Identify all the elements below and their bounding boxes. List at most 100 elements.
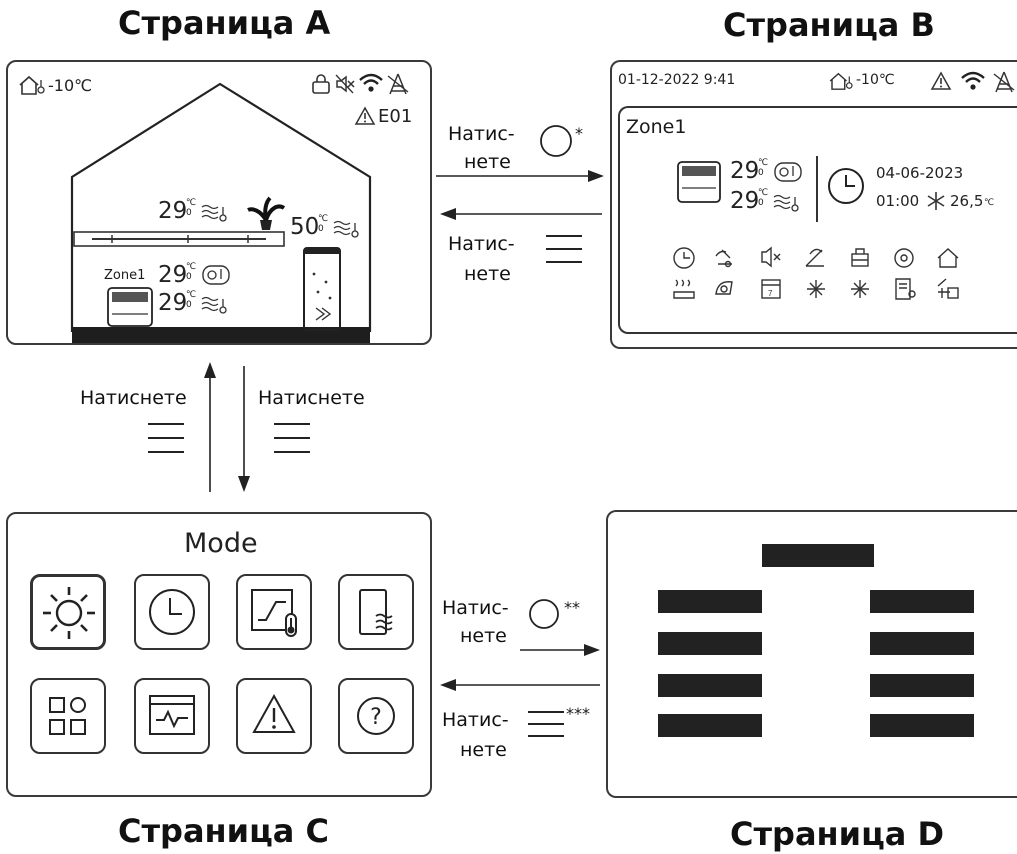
tile-schedule[interactable] (134, 574, 210, 650)
sun-icon (43, 587, 95, 639)
svg-text:7: 7 (768, 289, 773, 298)
timer-temp-unit: ℃ (984, 198, 995, 208)
room-temp-value: 29 (158, 198, 188, 224)
outdoor-temp: -10℃ (48, 76, 93, 95)
mode-heading: Mode (184, 528, 258, 559)
tile-monitor[interactable] (134, 678, 210, 754)
dc-label-1: Натис- (442, 709, 509, 731)
datetime: 01-12-2022 9:41 (618, 72, 736, 88)
tile-weather-curve[interactable] (236, 574, 312, 650)
arrow-a-to-b (436, 170, 604, 182)
warning-icon (354, 106, 376, 131)
setpoint-icon (774, 160, 804, 189)
setpoint-icon (202, 263, 232, 292)
wifi-icon (358, 72, 384, 99)
zone-sensor-icon (200, 292, 230, 321)
menu-icon (272, 420, 312, 461)
arrow-d-to-c (440, 679, 600, 691)
ba-label-1: Натис- (448, 233, 515, 255)
page-d-title: Страница D (730, 815, 945, 853)
tank-water-icon (359, 589, 393, 635)
dc-mark: *** (566, 704, 590, 723)
page-d-screen (606, 510, 1017, 798)
ab-label-1: Натис- (448, 123, 515, 145)
temp-bottom: 29 (730, 188, 760, 214)
function-icons-row2: 7 (673, 278, 959, 300)
ba-label-2: нете (464, 263, 511, 285)
ac-label: Натиснете (258, 387, 365, 409)
dc-label-2: нете (460, 739, 507, 761)
clock-icon (149, 589, 195, 635)
page-b-title: Страница B (723, 6, 935, 44)
house-thermometer-icon (828, 71, 856, 96)
wifi-icon (960, 70, 986, 97)
tile-heating-sun[interactable] (30, 574, 106, 650)
tile-menu-grid[interactable] (30, 678, 106, 754)
zone-temp-top: 29 (158, 262, 188, 288)
arrow-c-to-d (520, 644, 600, 656)
zone-label: Zone1 (104, 268, 146, 283)
tank-sensor-icon (332, 216, 362, 245)
error-code: E01 (378, 106, 413, 127)
fan-coil-icon (677, 161, 721, 203)
lock-icon (310, 73, 332, 100)
timer-temp: 26,5 (950, 192, 984, 210)
timer-date: 04-06-2023 (876, 164, 964, 182)
placeholder-left-bar-3 (658, 674, 762, 697)
help-icon: ? (357, 697, 395, 735)
sensor-icon (772, 190, 802, 219)
divider (816, 156, 818, 222)
page-c-title: Страница C (118, 812, 329, 850)
warning-icon (252, 693, 296, 733)
function-icons-row1 (673, 246, 959, 269)
cd-label-1: Натис- (442, 597, 509, 619)
zone-label: Zone1 (626, 116, 687, 138)
page-c-screen: Mode ? (6, 512, 432, 797)
tile-help[interactable]: ? (338, 678, 414, 754)
placeholder-left-bar-1 (658, 590, 762, 613)
arrow-c-to-a (204, 362, 216, 492)
tank-temp-value: 50 (290, 214, 320, 240)
tile-alarm[interactable] (236, 678, 312, 754)
grid-icon (49, 697, 86, 735)
warning-icon (930, 71, 952, 96)
tile-hot-water[interactable] (338, 574, 414, 650)
placeholder-right-bar-4 (870, 714, 974, 737)
outdoor-temp: -10℃ (856, 72, 895, 88)
placeholder-right-bar-3 (870, 674, 974, 697)
temp-top: 29 (730, 158, 760, 184)
timer-time: 01:00 (876, 192, 920, 210)
zone-temp-bottom: 29 (158, 290, 188, 316)
ab-mark: * (575, 124, 583, 143)
round-button-icon (528, 598, 560, 635)
menu-icon (544, 232, 584, 271)
svg-text:?: ? (370, 705, 382, 730)
placeholder-left-bar-4 (658, 714, 762, 737)
no-signal-icon (386, 72, 410, 101)
menu-icon (146, 420, 186, 461)
placeholder-right-bar-1 (870, 590, 974, 613)
arrow-b-to-a (440, 208, 602, 220)
room-sensor-icon (200, 200, 230, 229)
placeholder-title-bar (762, 544, 874, 567)
monitor-graph-icon (149, 695, 195, 735)
arrow-a-to-c (238, 366, 250, 492)
cd-label-2: нете (460, 625, 507, 647)
snowflake-icon (926, 191, 946, 216)
no-signal-icon (992, 70, 1016, 99)
cd-mark: ** (564, 598, 580, 617)
menu-icon (526, 708, 566, 745)
curve-thermometer-icon (251, 589, 297, 637)
ca-label: Натиснете (80, 387, 187, 409)
ab-label-2: нете (464, 151, 511, 173)
clock-icon (826, 166, 866, 211)
round-button-icon (539, 124, 573, 163)
